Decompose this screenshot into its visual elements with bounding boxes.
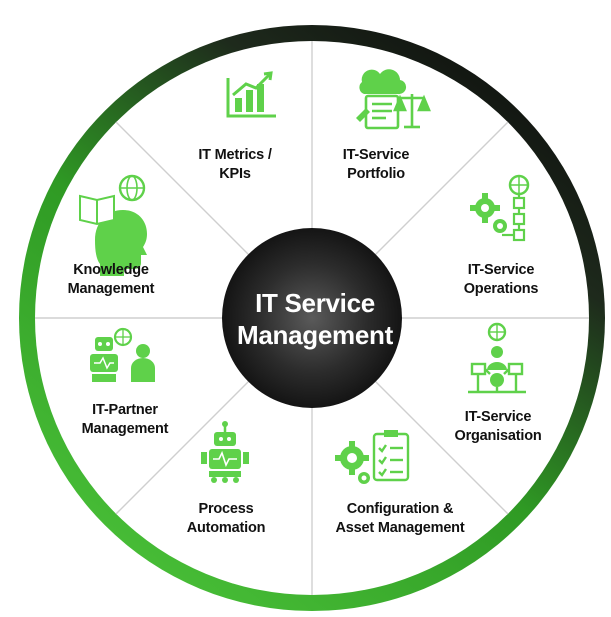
- segment-label-line1: Configuration &: [346, 501, 454, 517]
- robot-icon: [201, 421, 249, 483]
- segment-label-line1: Process: [198, 501, 254, 517]
- segment-dividers: [35, 41, 589, 595]
- segment-label-line2: Portfolio: [347, 166, 405, 182]
- segment-label-line2: Management: [81, 421, 169, 437]
- segment-label-line1: IT-Service: [342, 147, 410, 163]
- segment-it-metrics: IT Metrics / KPIs: [180, 146, 290, 184]
- segment-label-line1: Knowledge: [73, 262, 149, 278]
- center-title: IT Service Management: [205, 287, 425, 351]
- center-title-line2: Management: [237, 320, 393, 350]
- segment-configuration-asset: Configuration & Asset Management: [312, 500, 488, 538]
- segment-label-line2: KPIs: [219, 166, 251, 182]
- bar-chart-icon: [226, 71, 276, 118]
- segment-knowledge: Knowledge Management: [48, 261, 174, 299]
- segment-label-line2: Management: [67, 281, 155, 297]
- center-circle: [222, 228, 402, 408]
- segment-it-service-organisation: IT-Service Organisation: [432, 408, 564, 446]
- partner-robot-person-icon: [90, 327, 155, 382]
- gear-checklist-icon: [335, 430, 410, 484]
- segment-it-partner: IT-Partner Management: [62, 401, 188, 439]
- segment-label-line1: IT-Service: [464, 409, 532, 425]
- gears-flow-icon: [470, 174, 530, 242]
- segment-it-service-operations: IT-Service Operations: [443, 261, 559, 299]
- org-network-icon: [468, 322, 526, 394]
- segment-label-line1: IT-Service: [467, 262, 535, 278]
- segment-it-service-portfolio: IT-Service Portfolio: [321, 146, 431, 184]
- segment-label-line1: IT-Partner: [92, 402, 158, 418]
- segment-label-line1: IT Metrics /: [198, 147, 272, 163]
- segment-label-line2: Organisation: [454, 428, 542, 444]
- segment-label-line2: Automation: [186, 520, 266, 536]
- segment-label-line2: Operations: [463, 281, 539, 297]
- segment-label-line2: Asset Management: [335, 520, 465, 536]
- center-title-line1: IT Service: [255, 288, 375, 318]
- head-book-globe-icon: [79, 174, 147, 276]
- portfolio-scales-icon: [356, 69, 431, 130]
- segment-process-automation: Process Automation: [168, 500, 284, 538]
